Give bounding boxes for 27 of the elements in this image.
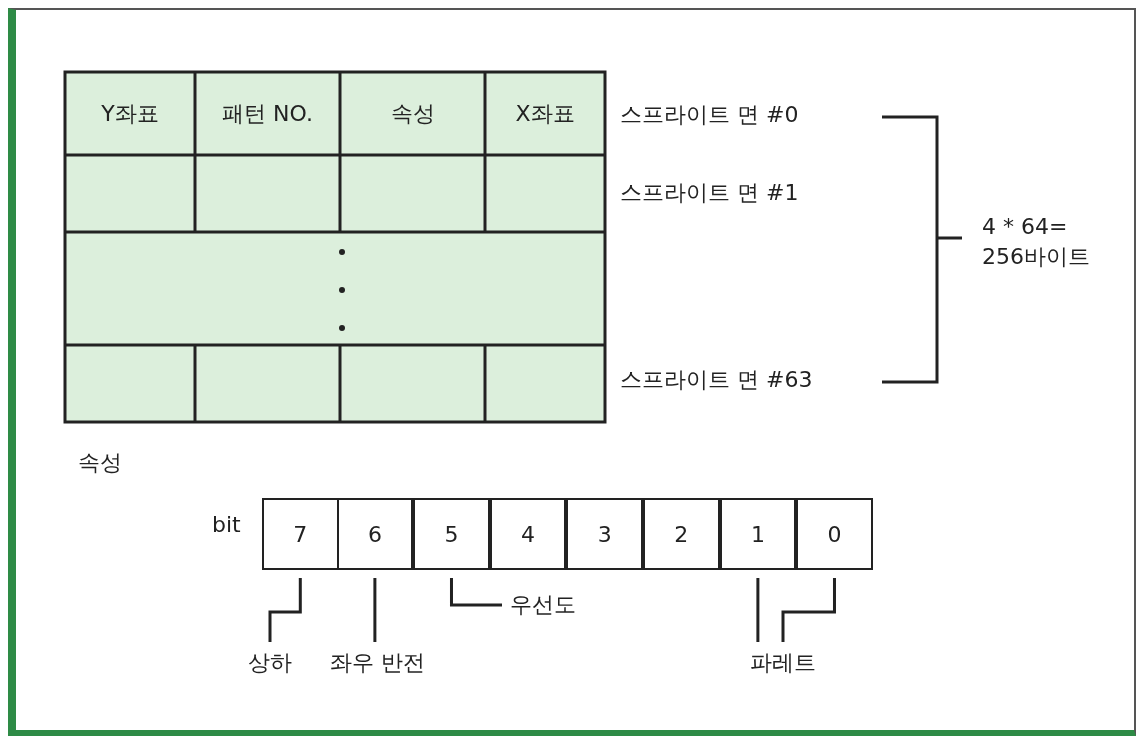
register-label: bit (212, 512, 241, 537)
bit-cell: 0 (796, 498, 873, 570)
section-label: 속성 (78, 449, 122, 477)
field-label: 상하 (248, 648, 292, 678)
column-header: 패턴 NO. (222, 99, 313, 128)
leader-line (373, 578, 377, 642)
column-header: 속성 (390, 99, 435, 128)
leader-line (450, 578, 502, 607)
field-label: 우선도 (510, 590, 576, 620)
column-header: Y좌표 (101, 99, 159, 128)
row-label: 스프라이트 면 #63 (620, 366, 813, 394)
bit-cell: 2 (643, 498, 720, 570)
bit-cell: 3 (566, 498, 643, 570)
total-size-note: 4 * 64= 256바이트 (982, 213, 1091, 271)
leader-line (268, 578, 302, 642)
column-header: X좌표 (515, 99, 575, 128)
field-label: 좌우 반전 (330, 648, 425, 678)
bit-cell: 4 (489, 498, 567, 570)
field-label: 파레트 (750, 648, 816, 678)
leader-line (756, 578, 760, 642)
bit-cell: 5 (413, 498, 490, 570)
row-label: 스프라이트 면 #1 (620, 179, 799, 207)
bit-cell: 7 (262, 498, 339, 570)
bit-cell: 1 (719, 498, 797, 570)
leader-line (781, 578, 836, 642)
row-label: 스프라이트 면 #0 (620, 101, 799, 129)
bit-cell: 6 (336, 498, 414, 570)
